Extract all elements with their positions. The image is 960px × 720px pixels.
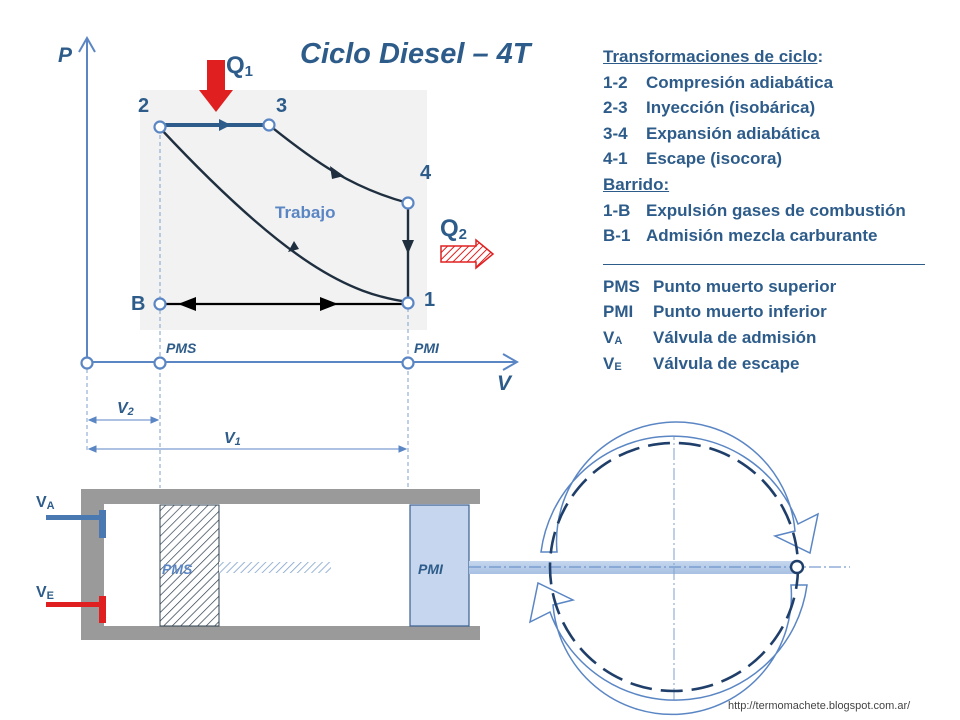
v2-label: V2 [117, 400, 134, 418]
state-point-2 [153, 120, 167, 134]
legend-sweep-heading: Barrido: [603, 174, 670, 194]
diagram-title: Ciclo Diesel – 4T [300, 38, 533, 70]
intake-valve-stem [46, 515, 101, 520]
arrow-sweep-right [320, 297, 338, 311]
piston-pmi-label: PMI [418, 561, 444, 577]
axis-label-pmi: PMI [414, 340, 440, 356]
state-points [80, 118, 415, 370]
cylinder-top-wall [81, 489, 480, 504]
label-point-1: 1 [424, 289, 435, 311]
exhaust-valve-stem [46, 602, 101, 607]
origin-point [80, 356, 94, 370]
guide-lines [86, 128, 409, 488]
label-point-2: 2 [138, 95, 149, 117]
legend-divider [603, 263, 925, 265]
cycle-direction-arrows [178, 119, 414, 311]
rotation-arrow-lower [528, 581, 808, 716]
intake-valve-label: VA [36, 494, 55, 512]
state-point-4 [401, 196, 415, 210]
piston-pmi [409, 504, 470, 627]
label-point-3: 3 [276, 95, 287, 117]
state-point-B [153, 297, 167, 311]
exhaust-valve-head [99, 596, 106, 623]
intake-valve-head [99, 510, 106, 538]
x-axis-label: V [497, 372, 513, 395]
rod-ghost [219, 562, 331, 573]
volume-dimensions [87, 416, 408, 453]
q2-label: Q2 [440, 215, 467, 243]
q2-heat-arrow [440, 238, 495, 270]
state-point-3 [262, 118, 276, 132]
label-point-4: 4 [420, 162, 432, 184]
legend-heading: Transformaciones de ciclo: [603, 47, 824, 66]
crank-rotation [528, 421, 820, 716]
arrow-sweep-left [178, 297, 196, 311]
piston-pms-label: PMS [162, 561, 193, 577]
cylinder-bottom-wall [81, 626, 480, 640]
rotation-arrow-upper [540, 421, 820, 555]
q1-heat-arrow [199, 60, 233, 112]
arrow-compression [288, 241, 299, 252]
y-axis-label: P [58, 44, 73, 67]
arrow-injection [219, 119, 231, 131]
q1-label: Q1 [226, 52, 253, 80]
axis-point-pms [153, 356, 167, 370]
credit-link[interactable]: http://termomachete.blogspot.com.ar/ [728, 700, 911, 712]
piston-pms [159, 504, 220, 627]
state-point-1 [401, 296, 415, 310]
cylinder [46, 489, 850, 640]
v1-label: V1 [224, 430, 241, 448]
arrow-exhaust [402, 240, 414, 254]
plot-background [140, 90, 427, 330]
label-point-B: B [131, 293, 145, 315]
axis-label-pms: PMS [166, 340, 197, 356]
axis-point-pmi [401, 356, 415, 370]
crank-pin [789, 559, 805, 575]
work-label: Trabajo [275, 203, 335, 222]
exhaust-valve-label: VE [36, 584, 54, 602]
process-1-2-compression [159, 127, 409, 304]
arrow-expansion [330, 166, 344, 179]
